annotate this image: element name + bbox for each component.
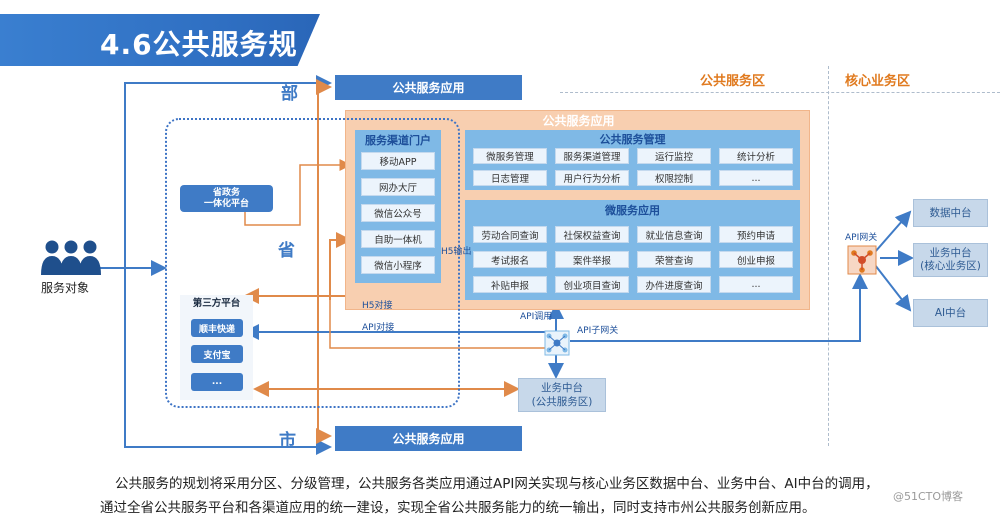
channel-item: 微信小程序 bbox=[361, 256, 435, 274]
api-gateway-icon bbox=[847, 245, 877, 275]
micro-service-pane: 微服务应用 劳动合同查询 社保权益查询 就业信息查询 预约申请 考试报名 案件举… bbox=[465, 200, 800, 300]
micro-item: ... bbox=[719, 276, 793, 293]
h5-dock-label: H5对接 bbox=[362, 301, 393, 311]
bottom-public-app-band: 公共服务应用 bbox=[335, 426, 522, 451]
description-line-1: 公共服务的规划将采用分区、分级管理，公共服务各类应用通过API网关实现与核心业务… bbox=[115, 476, 879, 492]
zone-separator bbox=[828, 66, 829, 446]
public-zone-label: 公共服务区 bbox=[700, 74, 766, 89]
ai-center-box: AI中台 bbox=[913, 299, 988, 327]
micro-item: 社保权益查询 bbox=[555, 226, 629, 243]
micro-item: 补贴申报 bbox=[473, 276, 547, 293]
third-party-pane: 第三方平台 顺丰快递 支付宝 ... bbox=[180, 295, 253, 400]
zone-header-line bbox=[560, 92, 1000, 93]
api-subgateway-label: API子网关 bbox=[577, 326, 619, 336]
top-public-app-band: 公共服务应用 bbox=[335, 75, 522, 100]
mgmt-item: 权限控制 bbox=[637, 170, 711, 186]
micro-item: 荣誉查询 bbox=[637, 251, 711, 268]
h5-output-label: H5输出 bbox=[441, 247, 472, 257]
level-province: 省 bbox=[278, 241, 295, 261]
channel-portal-pane: 服务渠道门户 移动APP 网办大厅 微信公众号 自助一体机 微信小程序 bbox=[355, 130, 441, 283]
core-zone-label: 核心业务区 bbox=[845, 74, 911, 89]
shunfeng-express: 顺丰快递 bbox=[191, 319, 243, 337]
data-center-box: 数据中台 bbox=[913, 199, 988, 227]
micro-item: 创业申报 bbox=[719, 251, 793, 268]
micro-service-title: 微服务应用 bbox=[605, 204, 660, 217]
micro-item: 就业信息查询 bbox=[637, 226, 711, 243]
micro-item: 案件举报 bbox=[555, 251, 629, 268]
mgmt-item: 用户行为分析 bbox=[555, 170, 629, 186]
level-city: 市 bbox=[279, 431, 296, 451]
mgmt-item: 运行监控 bbox=[637, 148, 711, 164]
service-mgmt-pane: 公共服务管理 微服务管理 服务渠道管理 运行监控 统计分析 日志管理 用户行为分… bbox=[465, 130, 800, 190]
mgmt-item: ... bbox=[719, 170, 793, 186]
api-call-label: API调用 bbox=[520, 312, 553, 322]
api-dock-label: API对接 bbox=[362, 323, 395, 333]
channel-item: 微信公众号 bbox=[361, 204, 435, 222]
page-title: 4.6公共服务规划 bbox=[100, 28, 298, 101]
micro-item: 劳动合同查询 bbox=[473, 226, 547, 243]
service-mgmt-title: 公共服务管理 bbox=[599, 133, 666, 146]
title-banner: 4.6公共服务规划 bbox=[0, 14, 320, 66]
channel-item: 网办大厅 bbox=[361, 178, 435, 196]
api-subgateway-icon bbox=[544, 330, 570, 356]
api-gateway-label: API网关 bbox=[845, 233, 878, 243]
micro-item: 预约申请 bbox=[719, 226, 793, 243]
channel-portal-title: 服务渠道门户 bbox=[365, 134, 431, 147]
mgmt-item: 日志管理 bbox=[473, 170, 547, 186]
micro-item: 考试报名 bbox=[473, 251, 547, 268]
mgmt-item: 统计分析 bbox=[719, 148, 793, 164]
channel-item: 移动APP bbox=[361, 152, 435, 170]
province-portal: 省政务 一体化平台 bbox=[180, 185, 273, 212]
persons-label: 服务对象 bbox=[41, 281, 90, 295]
level-ministry: 部 bbox=[281, 84, 298, 104]
micro-item: 办件进度查询 bbox=[637, 276, 711, 293]
public-app-title: 公共服务应用 bbox=[542, 113, 615, 128]
third-party-title: 第三方平台 bbox=[192, 298, 241, 309]
mgmt-item: 微服务管理 bbox=[473, 148, 547, 164]
description-line-2: 通过全省公共服务平台和各渠道应用的统一建设，实现全省公共服务能力的统一输出，同时… bbox=[100, 500, 816, 516]
persons-icon bbox=[40, 238, 102, 276]
third-party-more: ... bbox=[191, 373, 243, 391]
biz-center-public: 业务中台 (公共服务区) bbox=[518, 378, 606, 412]
micro-item: 创业项目查询 bbox=[555, 276, 629, 293]
alipay: 支付宝 bbox=[191, 345, 243, 363]
province-boundary bbox=[165, 118, 460, 408]
channel-item: 自助一体机 bbox=[361, 230, 435, 248]
biz-center-core-box: 业务中台 (核心业务区) bbox=[913, 243, 988, 277]
watermark: @51CTO博客 bbox=[893, 490, 964, 503]
mgmt-item: 服务渠道管理 bbox=[555, 148, 629, 164]
